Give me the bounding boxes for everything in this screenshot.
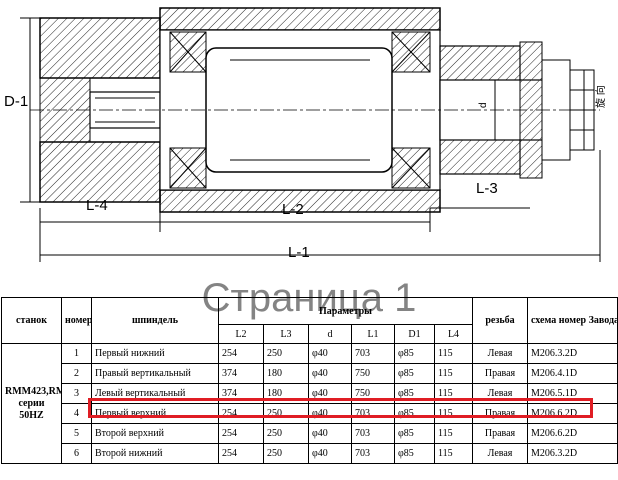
header-l2: L2 (218, 324, 264, 344)
dimension-lines (20, 17, 601, 262)
row-l3: 250 (263, 443, 309, 464)
row-thread: Левая (472, 343, 528, 364)
row-l2: 374 (218, 363, 264, 384)
spindle-parameters-table: станок номер шп-ля по направлению шпинде… (1, 297, 618, 464)
row-l3: 180 (263, 383, 309, 404)
row-scheme: M206.4.1D (527, 363, 618, 384)
row-scheme: M206.5.1D (527, 383, 618, 404)
row-l1: 703 (351, 423, 395, 444)
row-d: φ40 (308, 343, 352, 364)
table-row-highlighted: 3 Левый вертикальный 374 180 φ40 750 φ85… (2, 383, 618, 404)
row-scheme: M206.3.2D (527, 443, 618, 464)
machine-model: RMM423,RMM523,RMM623 серии 50HZ (1, 343, 62, 464)
row-l4: 115 (434, 363, 473, 384)
row-l2: 254 (218, 343, 264, 364)
dim-rotation-label: 旋 向 (594, 85, 607, 108)
row-no: 5 (61, 423, 92, 444)
row-no: 4 (61, 403, 92, 424)
row-spindle: Левый вертикальный (91, 383, 219, 404)
row-l2: 254 (218, 403, 264, 424)
table-row: RMM423,RMM523,RMM623 серии 50HZ 1 Первый… (1, 343, 618, 464)
header-l4: L4 (434, 324, 473, 344)
header-spindle: шпиндель (91, 297, 219, 344)
row-spindle: Второй верхний (91, 423, 219, 444)
dim-l1-label: L-1 (288, 244, 310, 261)
row-l1: 703 (351, 443, 395, 464)
row-l4: 115 (434, 383, 473, 404)
row-l2: 254 (218, 423, 264, 444)
row-l1: 703 (351, 403, 395, 424)
row-scheme: M206.6.2D (527, 403, 618, 424)
row-no: 3 (61, 383, 92, 404)
header-thread: резьба (472, 297, 528, 344)
header-machine: станок (1, 297, 62, 344)
row-thread: Правая (472, 423, 528, 444)
row-no: 6 (61, 443, 92, 464)
row-spindle: Правый вертикальный (91, 363, 219, 384)
table-row: 4 Первый верхний 254 250 φ40 703 φ85 115… (2, 403, 618, 424)
row-l3: 250 (263, 403, 309, 424)
dim-l3-label: L-3 (476, 180, 498, 197)
header-l1: L1 (351, 324, 395, 344)
row-d: φ40 (308, 383, 352, 404)
row-no: 1 (61, 343, 92, 364)
row-thread: Левая (472, 443, 528, 464)
row-l4: 115 (434, 423, 473, 444)
row-scheme: M206.6.2D (527, 423, 618, 444)
header-params: Параметры (218, 297, 473, 325)
row-l2: 254 (218, 443, 264, 464)
row-l3: 180 (263, 363, 309, 384)
table-row: 6 Второй нижний 254 250 φ40 703 φ85 115 … (2, 443, 618, 464)
row-d1: φ85 (394, 363, 435, 384)
dim-l2-label: L-2 (282, 201, 304, 218)
row-d: φ40 (308, 403, 352, 424)
header-l3: L3 (263, 324, 309, 344)
dim-l4-label: L-4 (86, 197, 108, 214)
row-spindle: Первый верхний (91, 403, 219, 424)
row-l3: 250 (263, 423, 309, 444)
spindle-drawing: D-1 L-4 L-2 L-3 L-1 d 旋 向 (4, 7, 607, 262)
header-scheme: схема номер Завода (527, 297, 618, 344)
row-d1: φ85 (394, 443, 435, 464)
row-l3: 250 (263, 343, 309, 364)
row-no: 2 (61, 363, 92, 384)
row-spindle: Первый нижний (91, 343, 219, 364)
header-spindle-no: номер шп-ля по направлению (61, 297, 92, 344)
row-spindle: Второй нижний (91, 443, 219, 464)
row-thread: Правая (472, 363, 528, 384)
dim-d-label: d (478, 102, 489, 108)
table-row: 5 Второй верхний 254 250 φ40 703 φ85 115… (2, 423, 618, 444)
row-d: φ40 (308, 443, 352, 464)
row-l1: 750 (351, 383, 395, 404)
header-d1: D1 (394, 324, 435, 344)
row-d: φ40 (308, 423, 352, 444)
row-l1: 703 (351, 343, 395, 364)
table-row: 2 Правый вертикальный 374 180 φ40 750 φ8… (2, 363, 618, 384)
row-l4: 115 (434, 343, 473, 364)
row-thread: Левая (472, 383, 528, 404)
row-d1: φ85 (394, 423, 435, 444)
row-d1: φ85 (394, 403, 435, 424)
row-d: φ40 (308, 363, 352, 384)
row-scheme: M206.3.2D (527, 343, 618, 364)
dim-d1-label: D-1 (4, 93, 28, 110)
row-l4: 115 (434, 403, 473, 424)
row-d1: φ85 (394, 343, 435, 364)
header-d: d (308, 324, 352, 344)
row-l2: 374 (218, 383, 264, 404)
row-l1: 750 (351, 363, 395, 384)
row-l4: 115 (434, 443, 473, 464)
row-d1: φ85 (394, 383, 435, 404)
row-thread: Правая (472, 403, 528, 424)
